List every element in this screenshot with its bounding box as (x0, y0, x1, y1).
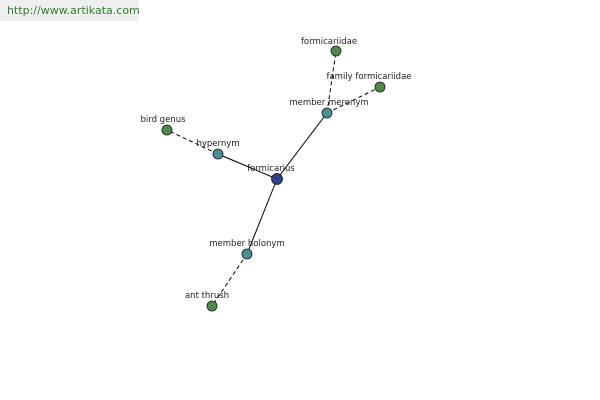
node-member-holonym[interactable] (241, 248, 253, 260)
labels-layer: formicarius hypernym member meronym member … (140, 37, 411, 301)
edge-formicarius-to-member-holonym (246, 178, 278, 255)
edge-formicarius-to-hypernym (217, 153, 278, 180)
edge-member-holonym-to-ant-thrush (211, 253, 248, 307)
node-label-member-meronym: member meronym (289, 98, 368, 108)
node-label-ant-thrush: ant thrush (185, 291, 229, 301)
node-label-formicarius: formicarius (247, 164, 295, 174)
node-label-formicariidae: formicariidae (301, 37, 357, 47)
node-ant-thrush[interactable] (206, 300, 218, 312)
node-formicarius[interactable] (271, 173, 283, 185)
edge-member-meronym-to-family-formicariidae (326, 86, 381, 114)
edge-formicarius-to-member-meronym (276, 112, 328, 180)
node-bird-genus[interactable] (161, 124, 173, 136)
edge-hypernym-to-bird-genus (166, 129, 219, 155)
node-formicariidae[interactable] (330, 45, 342, 57)
node-family-formicariidae[interactable] (374, 81, 386, 93)
nodes-layer (161, 45, 386, 312)
edge-member-meronym-to-formicariidae (326, 50, 337, 114)
node-label-hypernym: hypernym (196, 139, 239, 149)
node-label-family-formicariidae: family formicariidae (326, 72, 411, 82)
node-label-bird-genus: bird genus (140, 115, 186, 125)
node-member-meronym[interactable] (321, 107, 333, 119)
node-label-member-holonym: member holonym (209, 239, 284, 249)
node-hypernym[interactable] (212, 148, 224, 160)
watermark-url: http://www.artikata.com (0, 0, 140, 21)
edges-layer (166, 50, 381, 307)
